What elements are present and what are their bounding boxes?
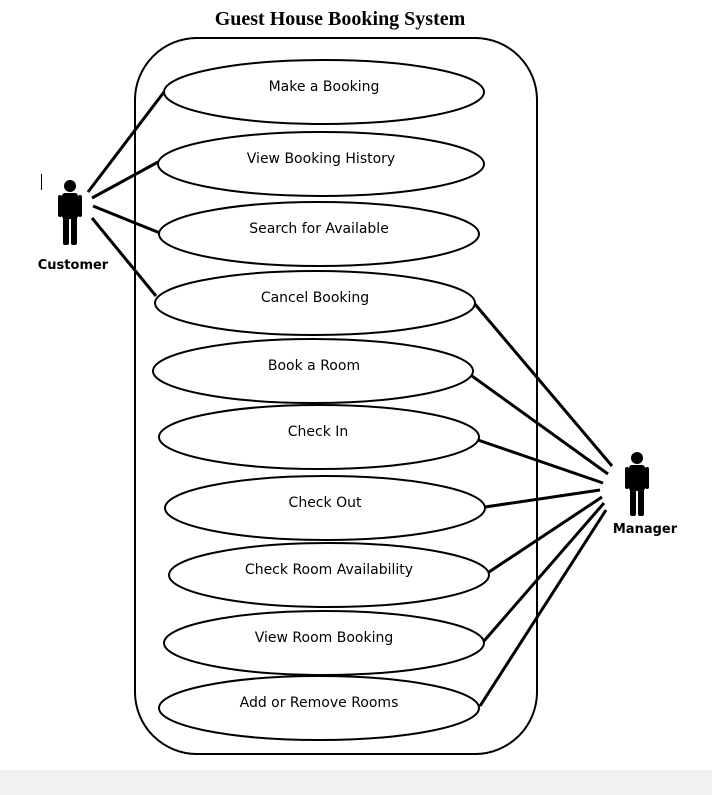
assoc-manager-add-remove [478, 509, 608, 707]
assoc-customer-make-booking [86, 91, 166, 193]
manager-associations [471, 302, 614, 707]
use-case-ellipse [163, 59, 485, 125]
assoc-manager-cancel [472, 302, 614, 467]
manager-actor-icon [625, 452, 649, 516]
footer-bar [0, 770, 712, 795]
use-case-ellipse [154, 270, 476, 336]
use-case-add-remove-rooms: Add or Remove Rooms [240, 695, 399, 711]
assoc-manager-check-availability [488, 495, 603, 574]
text-cursor [41, 174, 42, 190]
assoc-customer-cancel [90, 217, 158, 297]
manager-actor-label: Manager [613, 522, 678, 537]
use-case-ellipse [152, 338, 474, 404]
use-case-diagram: Make a Booking View Booking History Sear… [38, 37, 678, 755]
use-case-check-out: Check Out [289, 495, 362, 511]
assoc-manager-view-room-booking [482, 502, 606, 642]
assoc-manager-check-in [477, 438, 604, 485]
use-case-ellipse [157, 131, 485, 197]
use-case-view-booking-history: View Booking History [247, 151, 395, 167]
diagram-title: Guest House Booking System [214, 8, 466, 30]
use-case-check-room-availability: Check Room Availability [245, 562, 413, 578]
customer-associations [86, 91, 166, 297]
use-case-ellipse [163, 610, 485, 676]
assoc-customer-search [92, 204, 161, 235]
use-case-ellipse [158, 404, 480, 470]
use-case-check-in: Check In [288, 424, 349, 440]
use-case-ellipse [168, 542, 490, 608]
use-case-book-room: Book a Room [268, 358, 360, 374]
use-case-search-available: Search for Available [249, 221, 389, 237]
customer-actor-icon [58, 180, 82, 245]
diagram-canvas: Guest House Booking System [37, 8, 678, 755]
use-case-view-room-booking: View Room Booking [255, 630, 393, 646]
assoc-customer-view-history [91, 160, 159, 200]
customer-actor-label: Customer [38, 258, 109, 273]
use-case-cancel-booking: Cancel Booking [261, 290, 369, 306]
use-case-ellipse [158, 675, 480, 741]
use-case-ellipse [164, 475, 486, 541]
assoc-manager-book-room [471, 374, 609, 476]
assoc-manager-check-out [484, 488, 601, 509]
use-case-make-booking: Make a Booking [269, 79, 380, 95]
system-boundary [134, 37, 538, 755]
use-case-ellipse [158, 201, 480, 267]
